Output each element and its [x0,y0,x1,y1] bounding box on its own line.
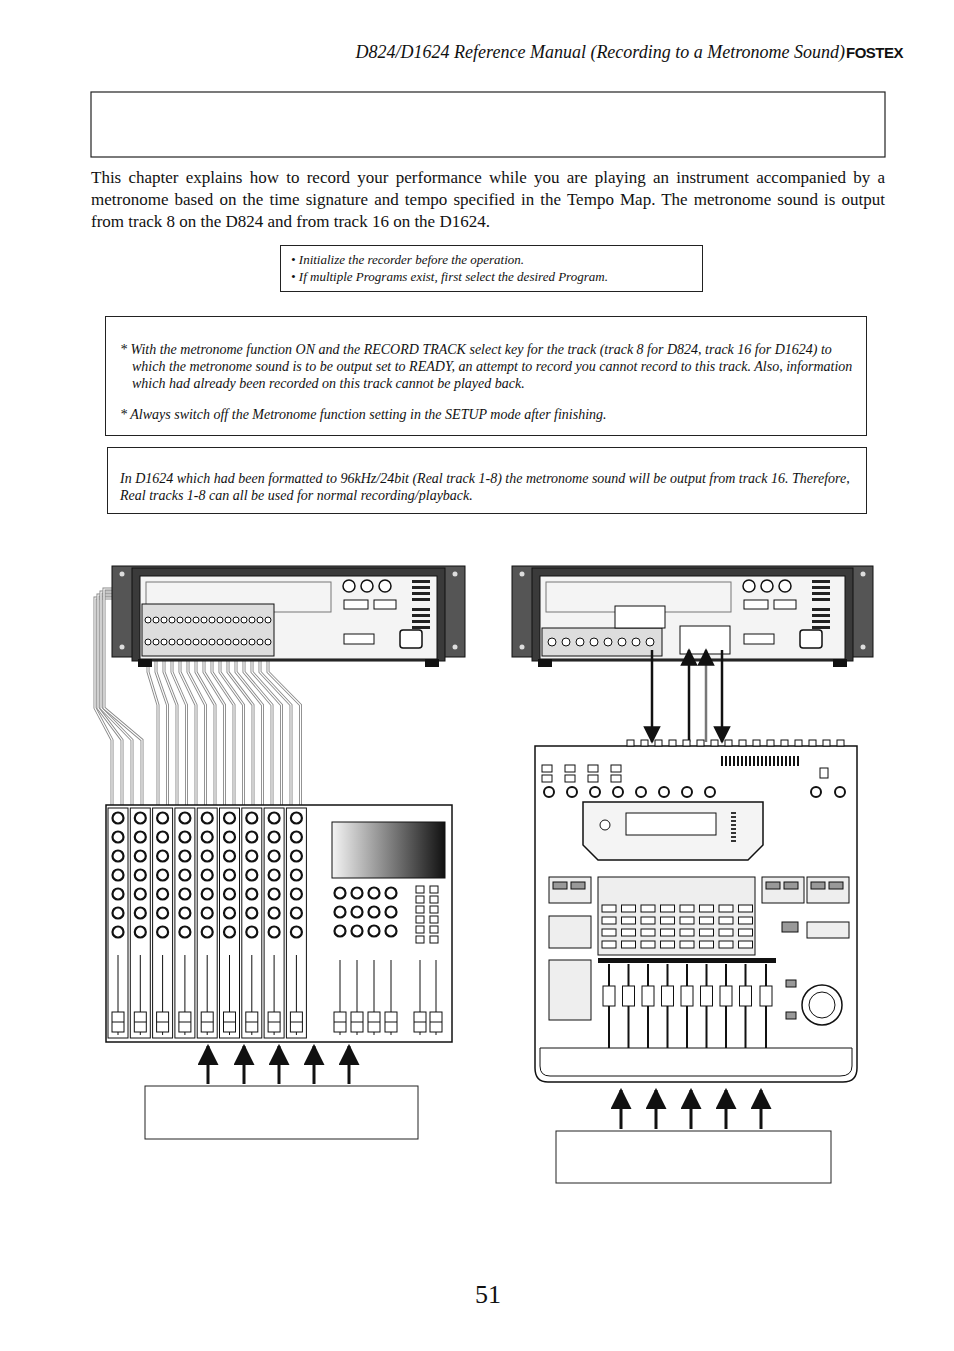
intro-paragraph: This chapter explains how to record your… [91,167,885,233]
page-number: 51 [438,1280,538,1310]
note-text: • If multiple Programs exist, first sele… [291,268,692,285]
precaution-box: • Initialize the recorder before the ope… [280,245,703,292]
note-text: * With the metronome function ON and the… [120,341,854,392]
note-text: • Initialize the recorder before the ope… [291,251,692,268]
note-box: * With the metronome function ON and the… [105,316,867,436]
digital-setup [512,566,873,1129]
analog-setup [95,566,465,1084]
title-frame [91,92,885,157]
note-text: * Always switch off the Metronome functi… [120,406,854,423]
note-text: In D1624 which had been formatted to 96k… [120,470,854,504]
source-box [145,1086,418,1139]
source-box [556,1131,831,1183]
note-box: In D1624 which had been formatted to 96k… [107,447,867,514]
brand-logo: FOSTEX [846,44,906,61]
running-header: D824/D1624 Reference Manual (Recording t… [200,42,845,63]
